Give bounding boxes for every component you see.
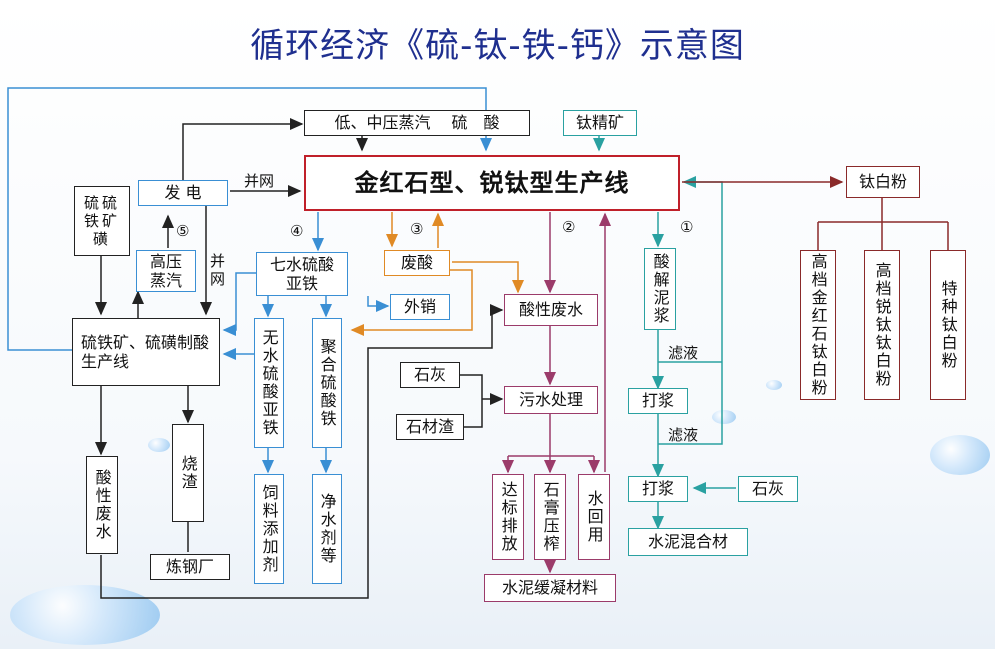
slurry2-label: 打浆 (641, 479, 674, 499)
rutile-grade-label: 高档金红石钛白粉 (808, 253, 828, 397)
slurry1-label: 打浆 (641, 391, 674, 411)
bubble-decoration (10, 585, 160, 645)
polyferric-sulfate-box: 聚合硫酸铁 (312, 318, 342, 448)
acid-sludge-box: 酸解泥浆 (644, 248, 676, 330)
rutile-grade-box: 高档金红石钛白粉 (800, 250, 836, 400)
waste-acid-label: 废酸 (400, 253, 433, 273)
ti-white-label: 钛白粉 (858, 172, 907, 192)
stone-slag-box: 石材渣 (396, 414, 464, 440)
bubble-decoration (766, 380, 782, 390)
grid-label-2: 并网 (210, 252, 226, 288)
steel-label: 炼钢厂 (165, 557, 214, 577)
page-title: 循环经济《硫-钛-铁-钙》示意图 (250, 26, 745, 66)
special-label: 特种钛白粉 (938, 280, 958, 370)
steel-plant-box: 炼钢厂 (150, 554, 230, 580)
acid-ww-label: 酸性废水 (518, 300, 583, 320)
anhydrous-label: 无水硫酸亚铁 (259, 329, 279, 437)
feed-label: 饲料添加剂 (259, 484, 279, 574)
special-ti-white-box: 特种钛白粉 (930, 250, 966, 400)
bubble-decoration (930, 435, 990, 475)
left-acid-wastewater-box: 酸性废水 (86, 456, 118, 554)
export-label: 外销 (403, 297, 436, 317)
step-2-label: ② (562, 218, 576, 236)
acid-wastewater-box: 酸性废水 (504, 294, 598, 326)
water-purifier-box: 净水剂等 (312, 474, 342, 584)
step-3-label: ③ (410, 220, 424, 238)
anatase-grade-box: 高档锐钛钛白粉 (864, 250, 900, 400)
bubble-decoration (148, 438, 170, 452)
water-reuse-label: 水回用 (584, 490, 604, 544)
cement-mix-box: 水泥混合材 (628, 528, 748, 556)
acid-sludge-label: 酸解泥浆 (650, 253, 670, 325)
cement-mix-label: 水泥混合材 (647, 532, 728, 552)
grid-label-1: 并网 (244, 172, 275, 190)
cinder-label: 烧渣 (178, 455, 198, 491)
cinder-box: 烧渣 (172, 424, 204, 522)
water-reuse-box: 水回用 (578, 474, 610, 560)
cement-retarder-box: 水泥缓凝材料 (484, 574, 616, 602)
export-box: 外销 (390, 294, 450, 320)
step-1-label: ① (680, 218, 694, 236)
ferrous-sulfate-7-box: 七水硫酸亚铁 (256, 252, 348, 296)
bubble-decoration (712, 410, 736, 424)
purifier-label: 净水剂等 (317, 493, 337, 565)
feed-additive-box: 饲料添加剂 (254, 474, 284, 584)
ti-concentrate-label: 钛精矿 (575, 113, 624, 133)
wastewater-treatment-box: 污水处理 (504, 386, 598, 414)
anatase-grade-label: 高档锐钛钛白粉 (872, 262, 892, 388)
waste-acid-box: 废酸 (384, 250, 450, 276)
lime-box-1: 石灰 (400, 362, 460, 388)
ferrous-sulfate-7-label: 七水硫酸亚铁 (269, 254, 334, 293)
lime2-label: 石灰 (751, 479, 784, 499)
ti-concentrate-box: 钛精矿 (563, 110, 637, 136)
hp-steam-box: 高压蒸汽 (136, 250, 196, 292)
steam-acid-box: 低、中压蒸汽 硫 酸 (304, 110, 530, 136)
filtrate-label-2: 滤液 (668, 426, 699, 444)
lime-box-2: 石灰 (738, 476, 798, 502)
cement-retarder-label: 水泥缓凝材料 (501, 578, 598, 598)
anhydrous-fs-box: 无水硫酸亚铁 (254, 318, 284, 448)
filtrate-label-1: 滤液 (668, 344, 699, 362)
power-label: 发 电 (164, 183, 202, 203)
polyferric-label: 聚合硫酸铁 (317, 338, 337, 428)
left-acid-ww-label: 酸性废水 (92, 469, 112, 541)
discharge-box: 达标排放 (492, 474, 524, 560)
step-4-label: ④ (290, 222, 304, 240)
main-production-line: 金红石型、锐钛型生产线 (304, 155, 680, 211)
hp-steam-label: 高压蒸汽 (149, 251, 182, 290)
steam-acid-label: 低、中压蒸汽 硫 酸 (334, 113, 500, 133)
step-5-label: ⑤ (176, 222, 190, 240)
discharge-label: 达标排放 (498, 481, 518, 553)
power-generation-box: 发 电 (138, 180, 228, 206)
slurry-box-2: 打浆 (628, 476, 688, 502)
ww-treat-label: 污水处理 (518, 390, 583, 410)
main-line-label: 金红石型、锐钛型生产线 (354, 168, 630, 197)
acid-plant-box: 硫铁矿、硫磺制酸生产线 (72, 318, 220, 386)
gypsum-label: 石膏压榨 (540, 481, 560, 553)
slurry-box-1: 打浆 (628, 388, 688, 414)
ti-white-box: 钛白粉 (846, 166, 920, 198)
gypsum-press-box: 石膏压榨 (534, 474, 566, 560)
lime1-label: 石灰 (413, 365, 446, 385)
acid-plant-label: 硫铁矿、硫磺制酸生产线 (81, 332, 210, 371)
pyrite-sulfur-box: 硫硫铁矿磺 (74, 186, 130, 256)
pyrite-label: 硫硫铁矿磺 (83, 194, 120, 248)
stone-slag-label: 石材渣 (405, 417, 454, 437)
